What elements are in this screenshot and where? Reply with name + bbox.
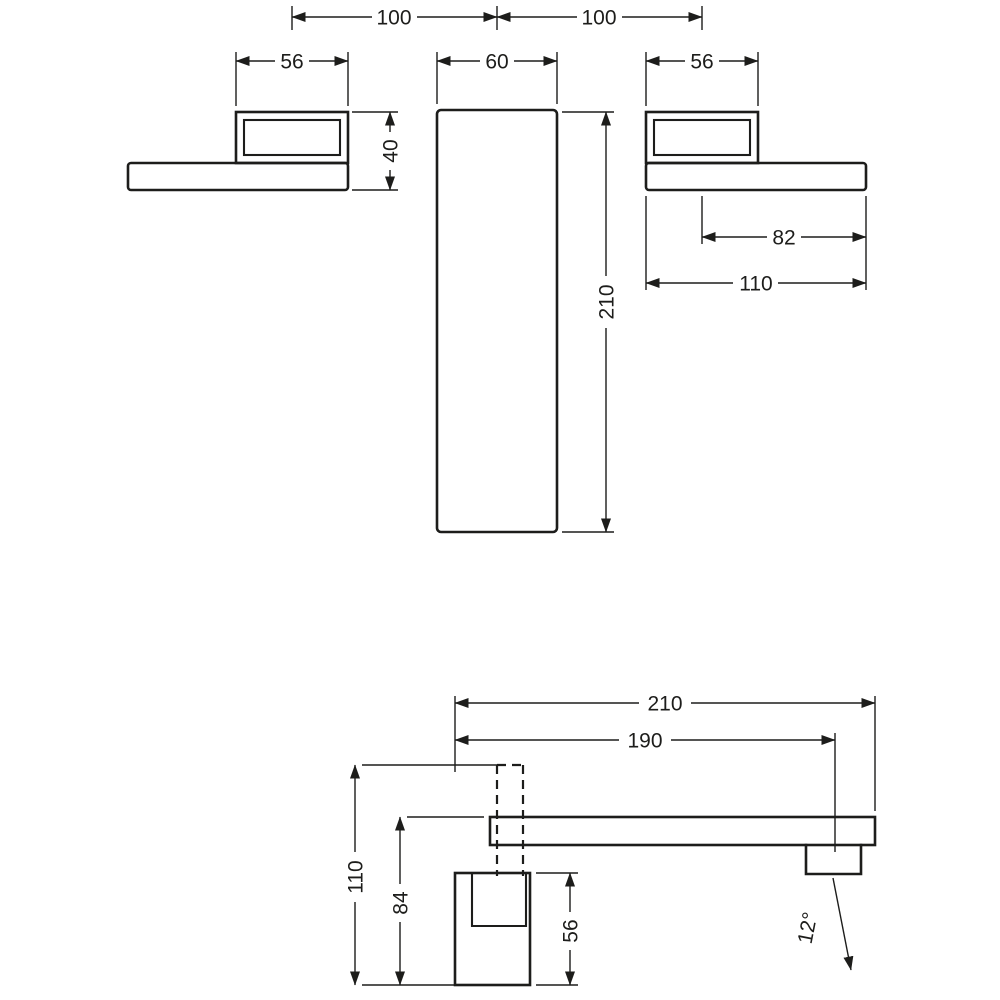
spout-plate-outline	[435, 108, 559, 534]
dim-right-handle-width: 56	[645, 50, 759, 106]
dim-label-height-spout: 84	[390, 891, 413, 915]
spout-outlet	[804, 843, 863, 876]
dim-handle-total-length: 110	[645, 196, 867, 296]
dim-label-handle-total-length: 110	[739, 273, 772, 296]
side-view: 210 190 110 84	[344, 692, 877, 987]
dim-handle-grip-length: 82	[701, 196, 867, 290]
right-handle	[644, 110, 868, 192]
spout-arm	[488, 815, 877, 876]
spout-arm-outline	[488, 815, 877, 847]
mixer-body	[453, 871, 532, 987]
dim-label-plate-width: 60	[485, 51, 508, 74]
dim-plate-height: 210	[562, 111, 619, 533]
dim-label-spray-angle: 12°	[794, 910, 823, 946]
spray-angle-line	[832, 877, 854, 971]
dim-label-offset-right: 100	[581, 7, 616, 30]
left-handle-inner-contour	[242, 118, 342, 157]
dim-height-total: 110	[344, 764, 500, 986]
dim-projection-outlet: 190	[454, 729, 836, 852]
concealed-body-hidden-lines	[495, 763, 525, 876]
mixer-body-outline	[453, 871, 532, 987]
right-handle-lever	[644, 161, 868, 192]
dim-label-projection-outlet: 190	[627, 730, 662, 753]
dim-label-height-total: 110	[345, 860, 368, 893]
left-handle-lever	[126, 161, 350, 192]
dim-label-height-body: 56	[560, 919, 583, 942]
dim-label-plate-height: 210	[596, 284, 619, 319]
spray-angle-annotation: 12°	[794, 877, 854, 971]
spout-plate	[435, 108, 559, 534]
dim-height-spout: 84	[389, 816, 484, 986]
dim-label-left-handle-width: 56	[280, 51, 303, 74]
left-handle-block	[234, 110, 350, 165]
dim-label-right-handle-width: 56	[690, 51, 713, 74]
right-handle-inner-contour	[652, 118, 752, 157]
dim-handle-height: 40	[352, 111, 403, 191]
dim-label-handle-grip-length: 82	[772, 227, 795, 250]
dim-label-handle-height: 40	[380, 139, 403, 162]
dim-height-body: 56	[536, 872, 583, 986]
dim-projection-total: 210	[454, 692, 876, 811]
dim-left-handle-width: 56	[235, 50, 349, 106]
left-handle	[126, 110, 350, 192]
dim-offset-left: 100	[291, 6, 498, 30]
right-handle-block	[644, 110, 760, 165]
front-view: 100 100 56 60	[126, 6, 868, 534]
dim-offset-right: 100	[496, 6, 703, 30]
dim-label-offset-left: 100	[376, 7, 411, 30]
dim-label-projection-total: 210	[647, 693, 682, 716]
mixer-body-inner-contour	[470, 873, 528, 928]
dim-plate-width: 60	[436, 50, 558, 104]
